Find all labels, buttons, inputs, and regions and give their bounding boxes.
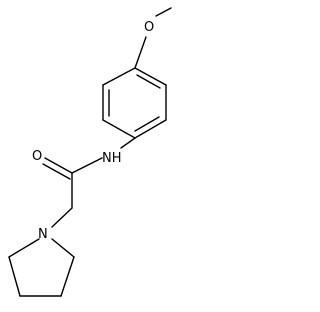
bond-carbonyl-double-2 xyxy=(42,163,71,180)
structure-svg: O NH O N xyxy=(8,7,172,297)
bond-ring-inner-3 xyxy=(136,74,161,89)
bond-pyrrolidine-4 xyxy=(60,256,75,297)
bond-methyl-oxygen xyxy=(155,7,172,17)
bond-oxygen-ring xyxy=(134,36,147,69)
bond-pyrrolidine-5 xyxy=(51,238,75,258)
bond-ring-3 xyxy=(102,119,136,139)
atom-label-carbonyl-o: O xyxy=(32,149,42,164)
bond-nh-carbonyl xyxy=(71,157,103,174)
bond-ch2-pyrrolidine-n xyxy=(51,207,73,228)
bond-pyrrolidine-2 xyxy=(8,256,21,297)
bond-ring-inner-2 xyxy=(134,116,160,132)
bond-ring-nh xyxy=(120,137,136,149)
bond-ring-1 xyxy=(102,67,136,86)
bond-ring-4 xyxy=(134,119,167,139)
atom-label-pyrrolidine-n: N xyxy=(38,227,48,242)
atom-label-methoxy-o: O xyxy=(144,20,154,35)
bond-ring-6 xyxy=(134,67,167,86)
chemical-structure-diagram: O NH O N xyxy=(8,7,172,297)
atom-label-amide-nh: NH xyxy=(102,151,122,166)
bond-carbonyl-double-1 xyxy=(44,157,73,174)
bond-pyrrolidine-1 xyxy=(8,238,40,258)
